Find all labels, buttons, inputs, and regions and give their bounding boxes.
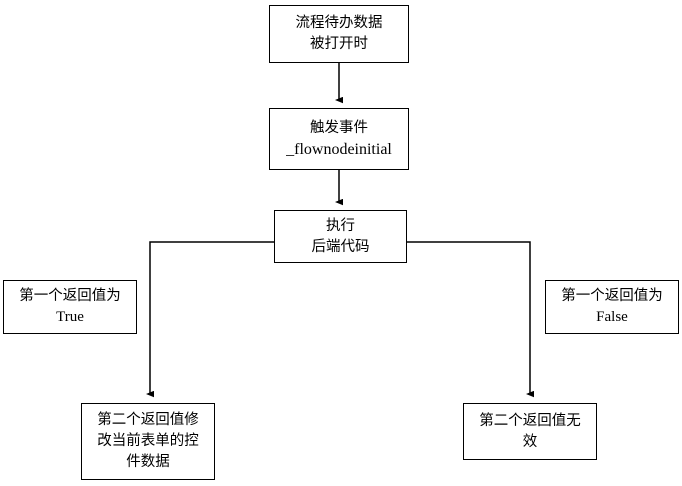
node-first-return-true-value: True — [56, 309, 84, 325]
connector-execute-right-branch — [407, 241, 534, 398]
node-second-return-modifies-form-line-3: 件数据 — [126, 454, 170, 470]
node-start-line-2: 被打开时 — [310, 36, 368, 52]
node-first-return-false-line-1: 第一个返回值为 — [561, 288, 663, 304]
node-trigger-event[interactable]: 触发事件 _flownodeinitial — [269, 108, 409, 170]
node-second-return-modifies-form[interactable]: 第二个返回值修 改当前表单的控 件数据 — [81, 403, 215, 480]
node-execute-backend-code[interactable]: 执行 后端代码 — [274, 210, 407, 263]
node-first-return-true-line-1: 第一个返回值为 — [19, 288, 121, 304]
node-first-return-false[interactable]: 第一个返回值为 False — [545, 280, 679, 334]
node-first-return-false-value: False — [596, 309, 628, 325]
connector-execute-left-branch — [146, 241, 274, 398]
node-first-return-true[interactable]: 第一个返回值为 True — [3, 280, 137, 334]
node-second-return-invalid-line-2: 效 — [522, 433, 538, 450]
node-start[interactable]: 流程待办数据 被打开时 — [269, 5, 409, 63]
node-second-return-modifies-form-line-1: 第二个返回值修 — [97, 412, 199, 428]
node-start-line-1: 流程待办数据 — [295, 15, 383, 31]
node-execute-backend-code-line-2: 后端代码 — [311, 238, 370, 255]
node-second-return-invalid[interactable]: 第二个返回值无 效 — [463, 403, 597, 460]
node-second-return-invalid-line-1: 第二个返回值无 — [479, 412, 581, 429]
node-trigger-event-line-1: 触发事件 — [310, 120, 368, 136]
node-trigger-event-line-2: _flownodeinitial — [286, 141, 392, 158]
node-execute-backend-code-line-1: 执行 — [326, 217, 355, 234]
node-second-return-modifies-form-line-2: 改当前表单的控 — [97, 433, 199, 449]
